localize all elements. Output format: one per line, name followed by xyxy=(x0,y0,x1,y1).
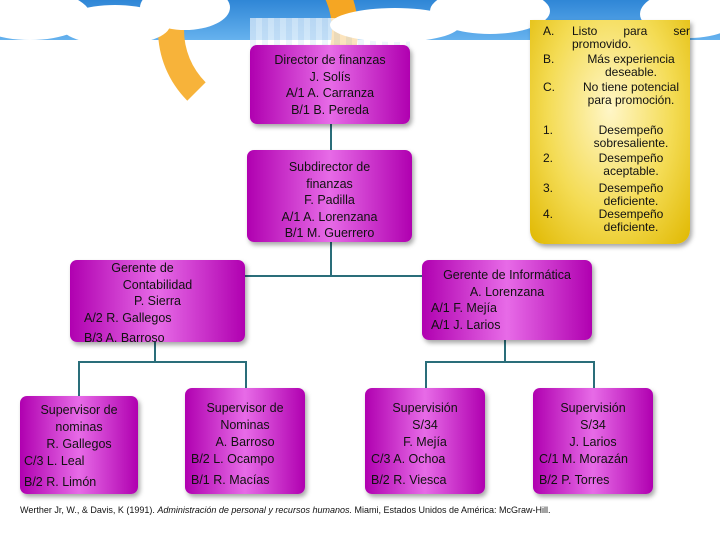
node-line: S/34 xyxy=(533,417,653,434)
reference-citation: Werther Jr, W., & Davis, K (1991). Admin… xyxy=(20,505,551,515)
legend-marker: 4. xyxy=(543,208,565,221)
node-line: A/1 J. Larios xyxy=(422,317,592,334)
connector-line xyxy=(245,361,247,389)
node-line: Subdirector de xyxy=(247,159,412,176)
node-line: B/2 R. Limón xyxy=(20,474,138,491)
connector-line xyxy=(593,361,595,389)
connector-line xyxy=(504,340,506,362)
connector-line xyxy=(78,361,80,397)
legend-text: Desempeño sobresaliente. xyxy=(572,124,690,150)
node-line: A/1 A. Lorenzana xyxy=(247,209,412,226)
node-line: Gerente de xyxy=(40,260,245,277)
node-line: J. Larios xyxy=(533,434,653,451)
node-line: Supervisor de xyxy=(20,402,138,419)
node-line: nominas xyxy=(20,419,138,436)
node-line: R. Gallegos xyxy=(20,436,138,453)
node-line: S/34 xyxy=(365,417,485,434)
node-line: B/1 B. Pereda xyxy=(250,102,410,119)
connector-line xyxy=(330,242,332,276)
legend-marker: A. xyxy=(543,25,565,38)
connector-line xyxy=(78,361,246,363)
node-line: finanzas xyxy=(247,176,412,193)
legend-marker: C. xyxy=(543,81,565,94)
node-line: Supervisor de xyxy=(185,400,305,417)
node-supervisor-nominas-2: Supervisor de Nominas A. Barroso B/2 L. … xyxy=(185,388,305,494)
node-supervision-1: Supervisión S/34 F. Mejía C/3 A. Ochoa B… xyxy=(365,388,485,494)
connector-line xyxy=(425,361,595,363)
reference-publisher: Miami, Estados Unidos de América: McGraw… xyxy=(352,505,551,515)
node-line: A. Barroso xyxy=(185,434,305,451)
node-line: B/1 M. Guerrero xyxy=(247,225,412,242)
reference-authors: Werther Jr, W., & Davis, K (1991). xyxy=(20,505,157,515)
legend-text: Listo para ser promovido. xyxy=(572,25,690,51)
node-line: Supervisión xyxy=(533,400,653,417)
node-gerente-contabilidad: Gerente de Contabilidad P. Sierra A/2 R.… xyxy=(70,260,245,342)
node-line: B/2 P. Torres xyxy=(533,472,653,489)
legend-text: No tiene potencial para promoción. xyxy=(572,81,690,107)
node-line: A. Lorenzana xyxy=(422,284,592,301)
node-line: F. Padilla xyxy=(247,192,412,209)
node-line: F. Mejía xyxy=(365,434,485,451)
node-line: Supervisión xyxy=(365,400,485,417)
node-line: C/1 M. Morazán xyxy=(533,451,653,468)
node-line: C/3 L. Leal xyxy=(20,453,138,470)
node-line: Contabilidad xyxy=(70,277,245,294)
node-supervision-2: Supervisión S/34 J. Larios C/1 M. Morazá… xyxy=(533,388,653,494)
connector-line xyxy=(245,275,425,277)
legend-text: Desempeño deficiente. xyxy=(572,182,690,208)
node-line: B/3 A. Barroso xyxy=(70,330,245,347)
node-line: A/1 F. Mejía xyxy=(422,300,592,317)
legend-text: Más experiencia deseable. xyxy=(572,53,690,79)
node-line: P. Sierra xyxy=(70,293,245,310)
node-line: B/1 R. Macías xyxy=(185,472,305,489)
legend-marker: B. xyxy=(543,53,565,66)
node-line: J. Solís xyxy=(250,69,410,86)
legend-panel: A. Listo para ser promovido. B. Más expe… xyxy=(530,20,690,244)
node-line: A/1 A. Carranza xyxy=(250,85,410,102)
node-line: A/2 R. Gallegos xyxy=(70,310,245,327)
node-line: Nominas xyxy=(185,417,305,434)
legend-item: A. Listo para ser promovido. xyxy=(543,25,688,40)
node-line: B/2 R. Viesca xyxy=(365,472,485,489)
node-director-finanzas: Director de finanzas J. Solís A/1 A. Car… xyxy=(250,45,410,124)
node-subdirector-finanzas: Subdirector de finanzas F. Padilla A/1 A… xyxy=(247,150,412,242)
node-line: Gerente de Informática xyxy=(422,267,592,284)
reference-title: Administración de personal y recursos hu… xyxy=(157,505,352,515)
legend-marker: 3. xyxy=(543,182,565,195)
node-supervisor-nominas-1: Supervisor de nominas R. Gallegos C/3 L.… xyxy=(20,396,138,494)
node-gerente-informatica: Gerente de Informática A. Lorenzana A/1 … xyxy=(422,260,592,340)
legend-text: Desempeño deficiente. xyxy=(572,208,690,234)
connector-line xyxy=(425,361,427,389)
legend-marker: 1. xyxy=(543,124,565,137)
legend-text: Desempeño aceptable. xyxy=(572,152,690,178)
node-line: Director de finanzas xyxy=(250,52,410,69)
node-line: C/3 A. Ochoa xyxy=(365,451,485,468)
node-line: B/2 L. Ocampo xyxy=(185,451,305,468)
legend-marker: 2. xyxy=(543,152,565,165)
